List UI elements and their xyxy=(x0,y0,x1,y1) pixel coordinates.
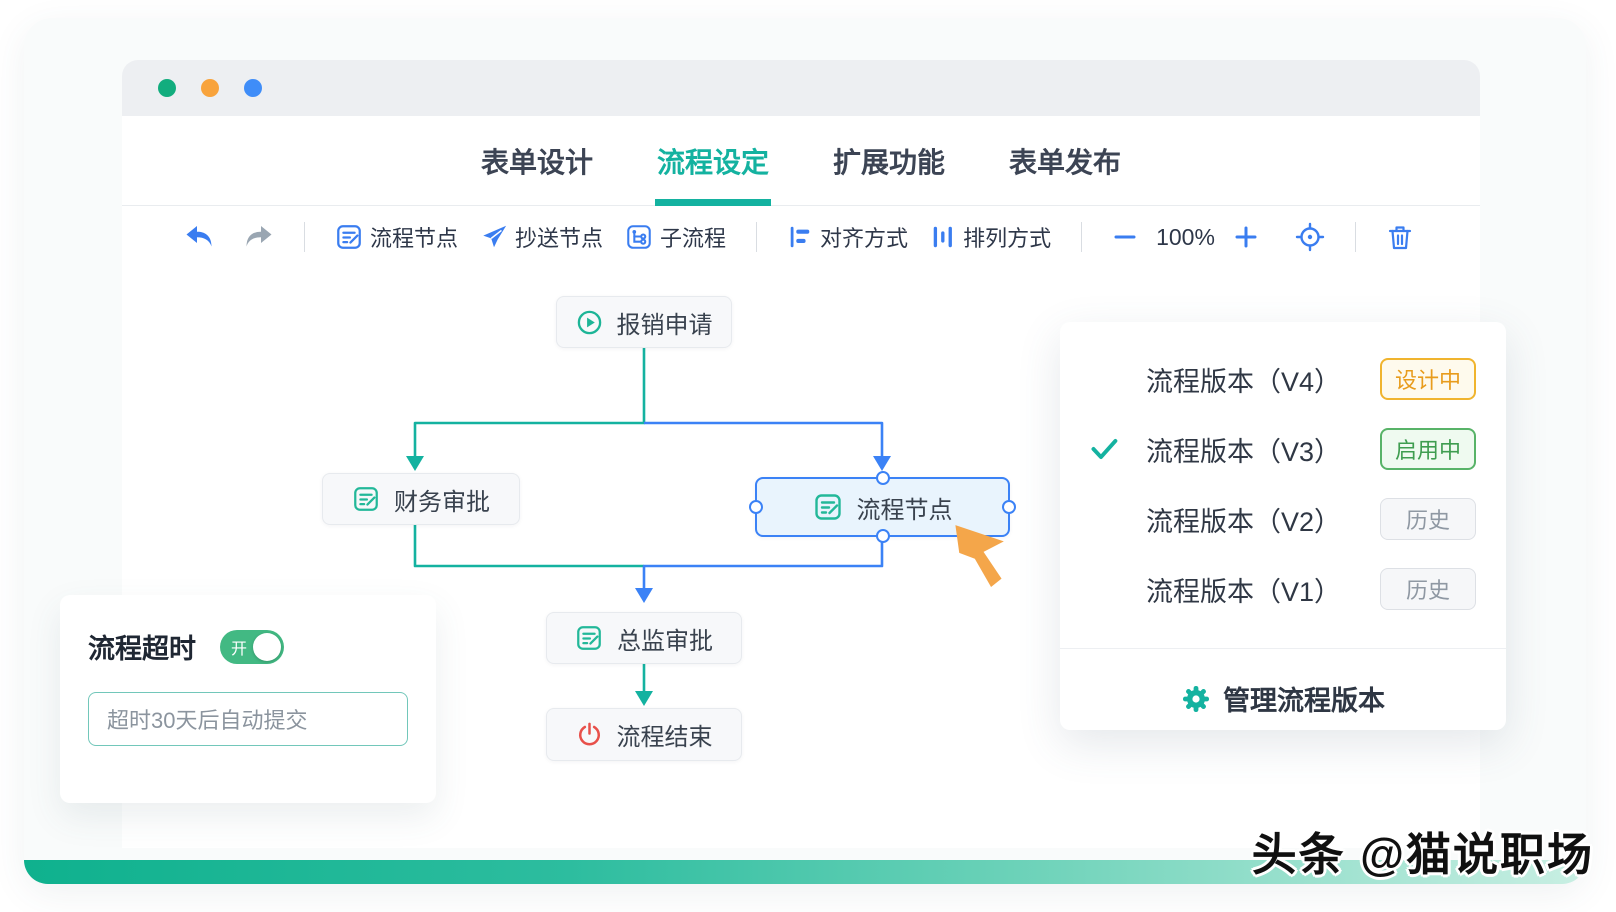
redo-icon[interactable] xyxy=(244,222,274,252)
connection-handle-right[interactable] xyxy=(1002,500,1016,514)
power-icon xyxy=(576,721,603,748)
flow-timeout-panel: 流程超时 开 xyxy=(60,595,436,803)
status-badge-history: 历史 xyxy=(1380,498,1476,540)
status-badge-active: 启用中 xyxy=(1380,428,1476,470)
approval-doc-icon xyxy=(813,492,843,522)
zoom-in-icon[interactable] xyxy=(1233,224,1259,250)
add-subflow-button[interactable]: 子流程 xyxy=(625,221,726,253)
subflow-icon xyxy=(625,223,653,251)
version-item-v1[interactable]: 流程版本（V1） 历史 xyxy=(1060,554,1506,624)
window-dot-blue[interactable] xyxy=(244,79,262,97)
gear-icon xyxy=(1181,684,1211,714)
tab-flow-settings[interactable]: 流程设定 xyxy=(654,116,772,206)
arrange-icon xyxy=(930,224,956,250)
main-tabbar: 表单设计 流程设定 扩展功能 表单发布 xyxy=(122,116,1480,206)
subflow-label: 子流程 xyxy=(660,226,727,251)
flow-node-director-approval[interactable]: 总监审批 xyxy=(546,612,742,664)
toolbar-divider xyxy=(1354,222,1356,252)
version-label: 流程版本（V4） xyxy=(1146,366,1342,397)
align-mode-button[interactable]: 对齐方式 xyxy=(787,221,908,253)
locate-center-icon[interactable] xyxy=(1295,222,1325,252)
timeout-rule-input[interactable] xyxy=(88,692,408,746)
toolbar-divider xyxy=(1081,222,1083,252)
manage-versions-label: 管理流程版本 xyxy=(1223,686,1385,716)
toggle-on-label: 开 xyxy=(231,640,248,658)
arrange-mode-label: 排列方式 xyxy=(963,226,1052,251)
approval-doc-icon xyxy=(575,624,603,652)
window-dot-green[interactable] xyxy=(158,79,176,97)
cc-node-label: 抄送节点 xyxy=(515,226,604,251)
approval-doc-icon xyxy=(352,485,380,513)
trash-icon[interactable] xyxy=(1386,223,1414,251)
check-icon xyxy=(1090,436,1146,462)
mouse-cursor-pointer xyxy=(955,525,1004,588)
node-label: 报销申请 xyxy=(616,311,713,339)
flow-node-label: 流程节点 xyxy=(370,226,459,251)
node-label: 财务审批 xyxy=(394,488,490,516)
toolbar-divider xyxy=(304,222,305,252)
version-label: 流程版本（V1） xyxy=(1146,576,1342,607)
timeout-title: 流程超时 xyxy=(88,634,196,664)
tab-form-publish[interactable]: 表单发布 xyxy=(1009,146,1122,178)
window-dot-orange[interactable] xyxy=(201,79,219,97)
node-label: 总监审批 xyxy=(617,627,713,655)
align-icon xyxy=(787,224,813,250)
connection-handle-top[interactable] xyxy=(875,471,890,485)
toggle-knob xyxy=(253,632,281,661)
window-titlebar xyxy=(122,60,1480,116)
add-cc-node-button[interactable]: 抄送节点 xyxy=(480,221,603,253)
arrange-mode-button[interactable]: 排列方式 xyxy=(930,221,1051,253)
paper-plane-icon xyxy=(480,223,508,251)
watermark-text: 头条 @猫说职场 xyxy=(1251,829,1594,880)
node-label: 流程节点 xyxy=(856,496,953,524)
zoom-controls: 100% xyxy=(1112,224,1259,251)
play-icon xyxy=(576,309,603,336)
tab-extensions[interactable]: 扩展功能 xyxy=(833,146,946,178)
zoom-out-icon[interactable] xyxy=(1112,224,1138,250)
timeout-header: 流程超时 开 xyxy=(88,627,408,666)
flow-node-start[interactable]: 报销申请 xyxy=(556,296,732,348)
flow-node-icon xyxy=(335,223,363,251)
version-label: 流程版本（V3） xyxy=(1146,436,1342,467)
tab-form-design[interactable]: 表单设计 xyxy=(480,146,593,178)
version-item-v3[interactable]: 流程版本（V3） 启用中 xyxy=(1060,414,1506,484)
undo-icon[interactable] xyxy=(184,222,214,252)
version-item-v4[interactable]: 流程版本（V4） 设计中 xyxy=(1060,344,1506,414)
version-item-v2[interactable]: 流程版本（V2） 历史 xyxy=(1060,484,1506,554)
teal-gradient-bar xyxy=(24,860,1586,884)
status-badge-history: 历史 xyxy=(1380,568,1476,610)
align-mode-label: 对齐方式 xyxy=(820,226,909,251)
toolbar-divider xyxy=(756,222,758,252)
timeout-toggle[interactable]: 开 xyxy=(220,629,284,664)
connection-handle-left[interactable] xyxy=(749,500,763,514)
canvas-toolbar: 流程节点 抄送节点 子流程 对齐方式 xyxy=(122,206,1480,268)
version-dropdown-panel: 流程版本（V4） 设计中 流程版本（V3） 启用中 流程版本（V2） 历史 流程… xyxy=(1060,322,1506,730)
status-badge-design: 设计中 xyxy=(1380,358,1476,400)
zoom-level-value: 100% xyxy=(1156,223,1215,250)
version-label: 流程版本（V2） xyxy=(1146,506,1342,537)
node-label: 流程结束 xyxy=(616,724,713,751)
flow-node-finance-approval[interactable]: 财务审批 xyxy=(322,473,520,525)
add-flow-node-button[interactable]: 流程节点 xyxy=(335,221,458,253)
flow-node-end[interactable]: 流程结束 xyxy=(546,708,742,761)
connection-handle-bottom[interactable] xyxy=(875,529,890,543)
manage-versions-button[interactable]: 管理流程版本 xyxy=(1060,648,1506,748)
